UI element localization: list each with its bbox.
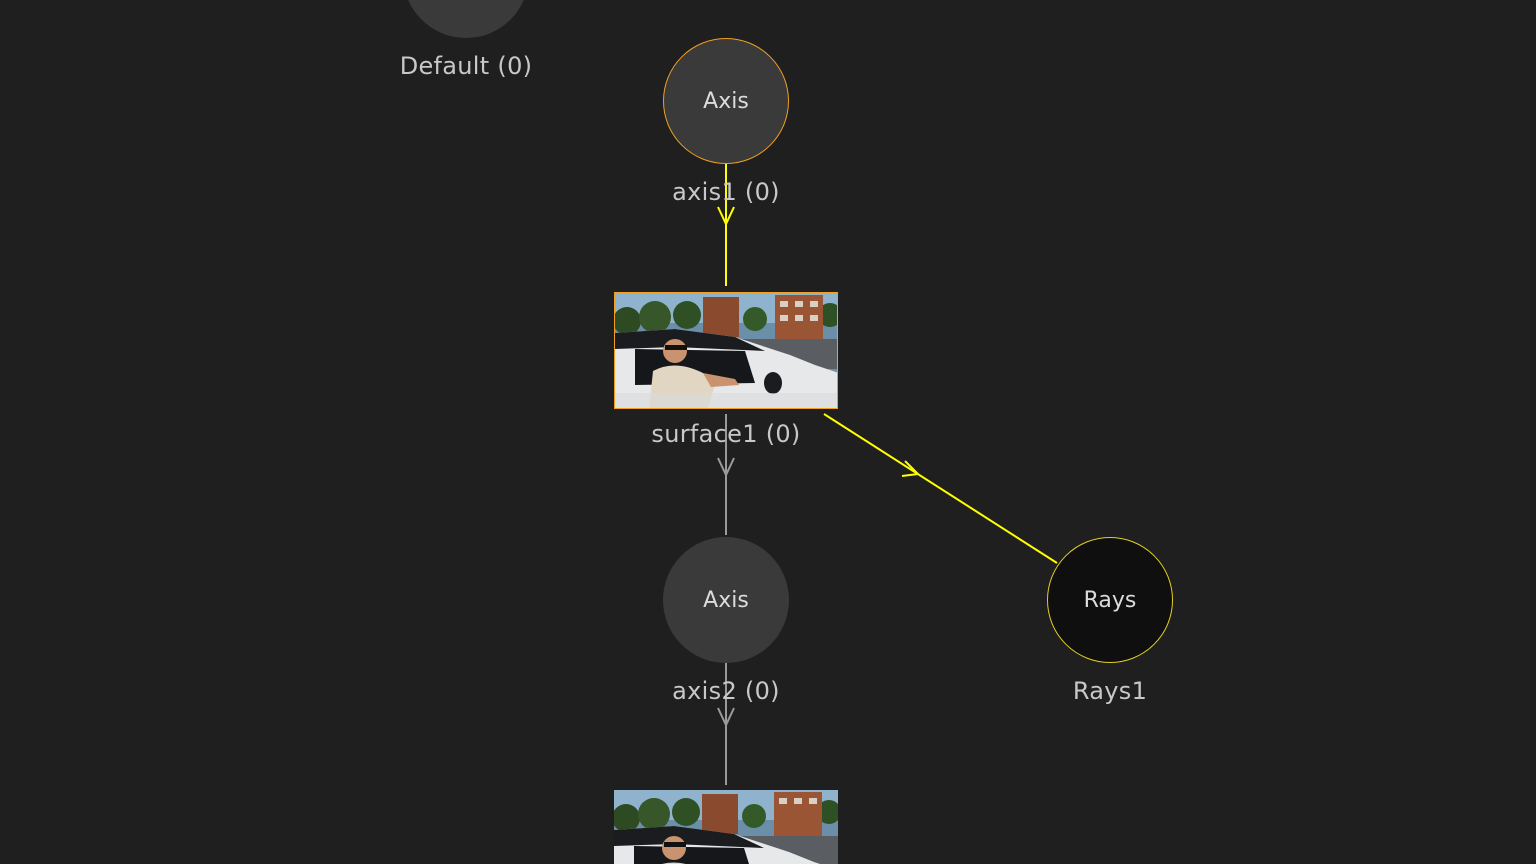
node-rays1[interactable]: Rays [1047, 537, 1173, 663]
edge-arrow-icon [901, 460, 921, 477]
edge-arrow-icon [717, 457, 735, 478]
node-type-label: Axis [703, 88, 749, 114]
node-surface1-thumbnail[interactable] [614, 292, 838, 409]
car-driver-photo-image [615, 293, 837, 408]
node-surface2-thumbnail[interactable] [614, 790, 838, 864]
car-driver-photo-image [614, 790, 838, 864]
node-surface1-label: surface1 (0) [651, 420, 801, 448]
edge-surface1-to-rays1 [823, 413, 1058, 564]
node-axis1-label: axis1 (0) [672, 178, 780, 206]
node-type-label: Rays [1083, 587, 1137, 613]
node-rays1-label: Rays1 [1072, 677, 1148, 705]
edge-arrow-icon [717, 707, 735, 728]
node-axis2-label: axis2 (0) [672, 677, 780, 705]
node-type-label: Axis [703, 587, 749, 613]
node-axis1[interactable]: Axis [663, 38, 789, 164]
node-default-label: Default (0) [399, 52, 533, 80]
node-axis2[interactable]: Axis [663, 537, 789, 663]
edge-arrow-icon [717, 206, 735, 227]
